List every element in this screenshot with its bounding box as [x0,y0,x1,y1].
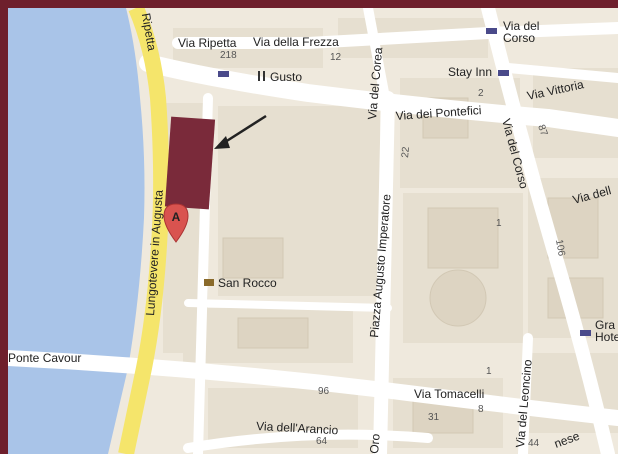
svg-text:218: 218 [220,50,237,61]
label-via-del-corso-top2: Corso [503,31,535,45]
label-via-del-corea: Via del Corea [365,47,385,121]
svg-text:64: 64 [316,436,328,447]
label-via-della-frezza: Via della Frezza [253,35,339,49]
church-icon [204,279,214,286]
house-numbers: 218 12 2 22 87 106 1 1 96 31 8 64 44 [220,50,567,449]
roads [8,8,618,454]
map-svg: A Ripetta Via Ripetta Via della Frezza V… [8,8,618,454]
svg-text:2: 2 [478,88,484,99]
label-via-dei-pontefici: Via dei Pontefici [395,103,482,123]
label-via-ripetta: Via Ripetta [178,36,237,50]
map-canvas[interactable]: A Ripetta Via Ripetta Via della Frezza V… [8,8,618,454]
svg-text:12: 12 [330,52,342,63]
svg-text:31: 31 [428,412,440,423]
svg-text:1: 1 [496,218,502,229]
hotel-icon [580,330,591,336]
pin-letter: A [172,210,181,224]
svg-text:1: 1 [486,366,492,377]
highlighted-building [164,116,216,210]
hotel-icon [218,71,229,77]
poi-grand-hotel-1[interactable]: Gra [595,318,615,332]
label-ponte-cavour: Ponte Cavour [8,351,81,365]
restaurant-icon [258,71,265,81]
svg-text:96: 96 [318,386,330,397]
tiber-river [8,8,145,454]
svg-text:22: 22 [400,146,412,158]
svg-text:87: 87 [535,123,549,138]
svg-text:106: 106 [553,239,567,258]
label-via-dell-arancio: Via dell'Arancio [256,419,339,437]
lungotevere-road [118,8,170,454]
map-pin-icon[interactable]: A [163,203,189,243]
hotel-icon [498,70,509,76]
svg-text:8: 8 [478,404,484,415]
poi-stay-inn[interactable]: Stay Inn [448,65,492,79]
arrow-icon [214,114,267,149]
poi-gusto[interactable]: Gusto [270,70,302,84]
label-oro: Oro [367,433,383,454]
hotel-icon [486,28,497,34]
label-ripetta: Ripetta [139,12,159,52]
poi-san-rocco[interactable]: San Rocco [218,276,277,290]
label-via-tomacelli: Via Tomacelli [414,387,484,401]
poi-grand-hotel-2[interactable]: Hote [595,330,618,344]
label-via-del-corso-top: Via del [503,19,539,33]
svg-text:44: 44 [528,438,540,449]
